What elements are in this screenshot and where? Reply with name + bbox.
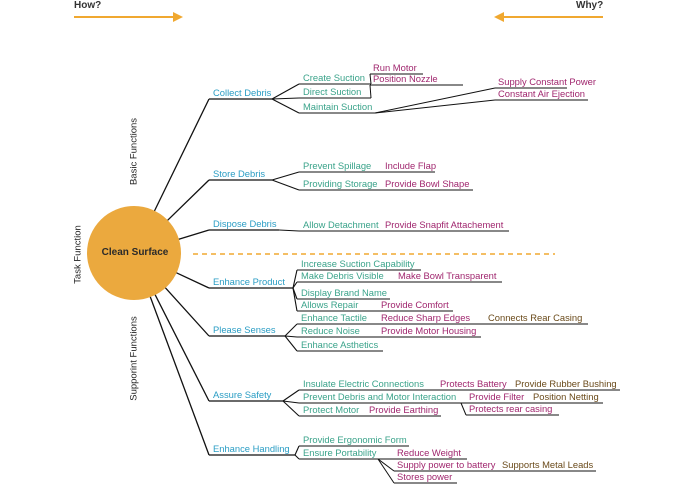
branch-label: Please Senses xyxy=(213,324,276,335)
detail-connector xyxy=(369,73,372,85)
detail-connector xyxy=(377,458,395,472)
detail-label: Reduce Sharp Edges xyxy=(381,312,471,323)
detail-label: Protects Battery xyxy=(440,378,507,389)
branch-connector xyxy=(175,271,210,289)
sub-connector xyxy=(292,287,298,312)
task-function-label: Task Function xyxy=(72,225,84,284)
sub-connector xyxy=(284,335,298,338)
detail-label: Provide Snapfit Attachement xyxy=(385,219,504,230)
detail-label: Supply Constant Power xyxy=(498,76,596,87)
branch-label: Assure Safety xyxy=(213,389,272,400)
sub-function-label: Enhance Asthetics xyxy=(301,339,379,350)
sub-connector xyxy=(284,323,298,337)
sub-function-label: Display Brand Name xyxy=(301,287,387,298)
branch-connector xyxy=(177,229,210,241)
branch-connector xyxy=(154,293,210,402)
detail-connector xyxy=(377,458,395,484)
sub-function-label: Create Suction xyxy=(303,72,366,83)
detail-label: Provide Comfort xyxy=(381,299,449,310)
center-node-circle xyxy=(87,206,181,300)
branch-label: Collect Debris xyxy=(213,87,272,98)
supporting-functions-label: Supporint Functions xyxy=(128,316,140,401)
how-arrow-head xyxy=(173,12,183,22)
branch-label: Enhance Handling xyxy=(213,443,290,454)
sub-function-label: Providing Storage xyxy=(303,178,378,189)
detail-label: Supply power to battery xyxy=(397,459,496,470)
detail-label: Include Flap xyxy=(385,160,437,171)
center-node-label: Clean Surface xyxy=(101,247,169,258)
branch-label: Dispose Debris xyxy=(213,218,277,229)
branch-connector xyxy=(166,179,210,222)
sub-function-label: Allow Detachment xyxy=(303,219,379,230)
sub-connector xyxy=(271,171,300,181)
detail-label: Stores power xyxy=(397,471,453,482)
sub-connector xyxy=(271,98,300,114)
sub-connector xyxy=(294,445,300,456)
detail-connector xyxy=(374,99,496,114)
branch-connector xyxy=(153,98,210,212)
sub-connector xyxy=(271,97,300,100)
how-label: How? xyxy=(74,0,102,11)
detail-connector xyxy=(460,402,467,416)
detail-label: Provide Bowl Shape xyxy=(385,178,470,189)
detail-label: Run Motor xyxy=(373,62,417,73)
leaf-label: Connects Rear Casing xyxy=(488,312,583,323)
sub-function-label: Reduce Noise xyxy=(301,325,360,336)
leaf-label: Supports Metal Leads xyxy=(502,459,594,470)
sub-function-label: Prevent Debris and Motor Interaction xyxy=(303,391,457,402)
sub-connector xyxy=(271,179,300,191)
sub-connector xyxy=(292,281,298,289)
sub-function-label: Provide Ergonomic Form xyxy=(303,434,407,445)
sub-function-label: Make Debris Visible xyxy=(301,270,384,281)
sub-function-label: Increase Suction Capability xyxy=(301,258,415,269)
detail-connector xyxy=(374,87,496,114)
sub-function-label: Ensure Portability xyxy=(303,447,377,458)
why-label: Why? xyxy=(576,0,604,11)
detail-connector xyxy=(369,84,372,99)
branch-label: Store Debris xyxy=(213,168,266,179)
branch-label: Enhance Product xyxy=(213,276,285,287)
why-arrow-head xyxy=(494,12,504,22)
branch-connector xyxy=(164,286,210,337)
sub-connector xyxy=(292,269,298,289)
sub-connector xyxy=(294,454,300,460)
detail-label: Reduce Weight xyxy=(397,447,461,458)
sub-connector xyxy=(278,229,300,232)
basic-functions-label: Basic Functions xyxy=(128,117,140,186)
leaf-label: Position Netting xyxy=(533,391,599,402)
detail-label: Constant Air Ejection xyxy=(498,88,586,99)
sub-function-label: Direct Suction xyxy=(303,86,362,97)
sub-connector xyxy=(282,389,300,402)
detail-label: Position Nozzle xyxy=(373,73,438,84)
detail-label: Protects rear casing xyxy=(469,403,553,414)
sub-connector xyxy=(282,400,300,417)
sub-connector xyxy=(271,83,300,100)
branch-connector xyxy=(149,295,210,456)
leaf-label: Provide Rubber Bushing xyxy=(515,378,617,389)
sub-connector xyxy=(284,335,298,352)
sub-function-label: Maintain Suction xyxy=(303,101,373,112)
detail-label: Make Bowl Transparent xyxy=(398,270,497,281)
sub-function-label: Enhance Tactile xyxy=(301,312,368,323)
detail-label: Provide Filter xyxy=(469,391,525,402)
sub-function-label: Protect Motor xyxy=(303,404,360,415)
detail-label: Provide Earthing xyxy=(369,404,439,415)
detail-label: Provide Motor Housing xyxy=(381,325,477,336)
sub-connector xyxy=(282,400,300,404)
sub-function-label: Prevent Spillage xyxy=(303,160,372,171)
sub-function-label: Allows Repair xyxy=(301,299,359,310)
sub-function-label: Insulate Electric Connections xyxy=(303,378,424,389)
